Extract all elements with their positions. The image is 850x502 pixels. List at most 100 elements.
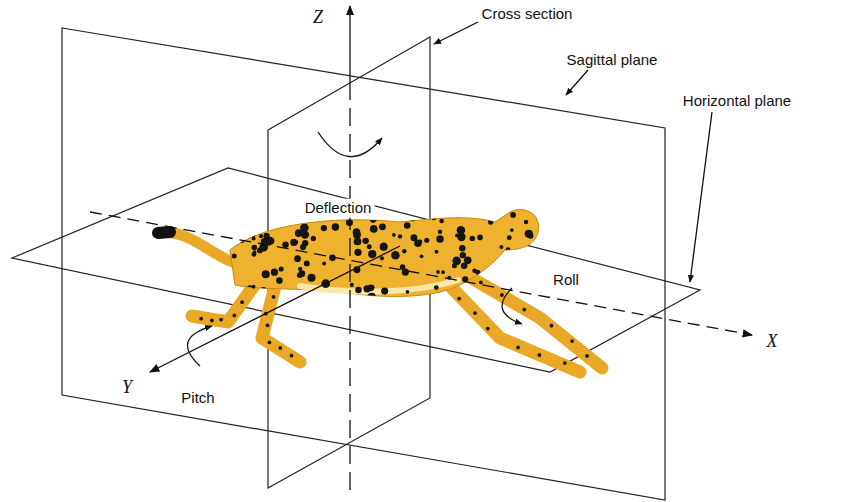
cheetah-spot xyxy=(322,262,326,266)
cheetah-spot xyxy=(363,285,370,292)
cheetah xyxy=(158,201,602,372)
cheetah-spot xyxy=(272,295,276,299)
cheetah-spot xyxy=(321,225,327,231)
cheetah-spot xyxy=(526,259,530,263)
cheetah-spot xyxy=(474,289,480,295)
plane-label: Roll xyxy=(550,271,582,290)
y-axis xyxy=(150,246,400,372)
cheetah-spot xyxy=(307,274,315,282)
cheetah-spot xyxy=(455,234,459,238)
cheetah-spot xyxy=(332,223,339,230)
cheetah-spot xyxy=(540,282,548,290)
cheetah-spot xyxy=(538,261,546,269)
cheetah-spot xyxy=(530,277,538,285)
leader-line xyxy=(690,112,712,282)
roll-arrow xyxy=(502,288,522,324)
cheetah-spot xyxy=(540,265,544,269)
cheetah-spot xyxy=(257,248,263,254)
cheetah-spot xyxy=(381,244,387,250)
cheetah-spot xyxy=(516,346,520,350)
cheetah-spot xyxy=(370,285,374,289)
cheetah-spot xyxy=(250,231,256,237)
cheetah-spot xyxy=(252,236,256,240)
cheetah-spot xyxy=(460,252,466,258)
cheetah-spot xyxy=(404,222,411,229)
cheetah-spot xyxy=(237,290,246,299)
cheetah-spot xyxy=(259,234,263,238)
cheetah-spot xyxy=(240,300,244,304)
cheetah-spot xyxy=(434,285,439,290)
z-axis-arrow xyxy=(349,6,350,95)
cheetah-spot xyxy=(264,202,271,209)
cheetah-spot xyxy=(210,319,214,323)
cheetah-spot xyxy=(294,255,301,262)
cheetah-spot xyxy=(507,235,512,240)
cheetah-spot xyxy=(260,287,267,294)
cheetah-spot xyxy=(463,290,469,296)
cheetah-spot xyxy=(278,346,282,350)
cheetah-spot xyxy=(381,288,388,295)
cheetah-spot xyxy=(532,287,537,292)
cheetah-spot xyxy=(353,231,361,239)
cheetah-spot xyxy=(402,268,409,275)
plane-label: Deflection xyxy=(302,199,375,218)
cheetah-spot xyxy=(525,230,533,238)
cheetah-spot xyxy=(570,339,574,343)
cheetah-spot xyxy=(512,252,518,258)
cheetah-spot xyxy=(249,217,255,223)
cheetah-spot xyxy=(424,238,429,243)
cheetah-spot xyxy=(531,289,539,297)
cheetah-eye xyxy=(524,220,528,224)
cheetah-spot xyxy=(232,314,236,318)
cheetah-spot xyxy=(224,262,228,266)
cheetah-spot xyxy=(392,233,396,237)
cheetah-spot xyxy=(276,277,283,284)
cheetah-spot xyxy=(510,228,514,232)
plane-label: Horizontal plane xyxy=(680,92,794,111)
cheetah-spot xyxy=(263,233,269,239)
cheetah-spot xyxy=(501,265,505,269)
cheetah-spot xyxy=(225,274,231,280)
cheetah-spot xyxy=(301,230,309,238)
cheetah-spot xyxy=(510,212,516,218)
plane-label: Cross section xyxy=(479,5,576,24)
cheetah-spot xyxy=(250,223,254,227)
cheetah-spot xyxy=(248,291,253,296)
cheetah-spot xyxy=(470,236,475,241)
cheetah-spot xyxy=(452,257,461,266)
cheetah-spot xyxy=(420,254,424,258)
cheetah-spot xyxy=(436,270,440,274)
z-axis xyxy=(349,95,350,490)
cheetah-spot xyxy=(298,270,305,277)
cheetah-spot xyxy=(223,295,230,302)
axis-label: Y xyxy=(119,377,135,399)
cheetah-spot xyxy=(268,216,273,221)
cheetah-spot xyxy=(379,223,386,230)
cheetah-spot xyxy=(488,219,493,224)
cheetah-tail-tip xyxy=(158,232,170,233)
cheetah-spot xyxy=(275,201,283,209)
cheetah-spot xyxy=(253,250,257,254)
deflection-arrow xyxy=(318,132,382,157)
cheetah-spot xyxy=(271,269,278,276)
cheetah-spot xyxy=(543,204,547,208)
cheetah-spot xyxy=(232,253,237,258)
cheetah-spot xyxy=(252,285,256,289)
cheetah-spot xyxy=(432,209,438,215)
cheetah-body xyxy=(230,210,539,297)
cheetah-spot xyxy=(362,238,368,244)
cheetah-spot xyxy=(381,207,386,212)
cheetah-spot xyxy=(455,212,461,218)
cheetah-spot xyxy=(406,290,410,294)
cheetah-spot xyxy=(268,341,272,345)
cheetah-spot xyxy=(350,283,354,287)
cheetah-spot xyxy=(464,209,470,215)
cheetah-spot xyxy=(477,235,483,241)
cheetah-spot xyxy=(506,247,511,252)
cheetah-spot xyxy=(290,239,297,246)
cheetah-spot xyxy=(302,240,308,246)
cheetah-spot xyxy=(436,292,444,300)
cheetah-spot xyxy=(332,294,340,302)
leader-line xyxy=(566,70,588,95)
